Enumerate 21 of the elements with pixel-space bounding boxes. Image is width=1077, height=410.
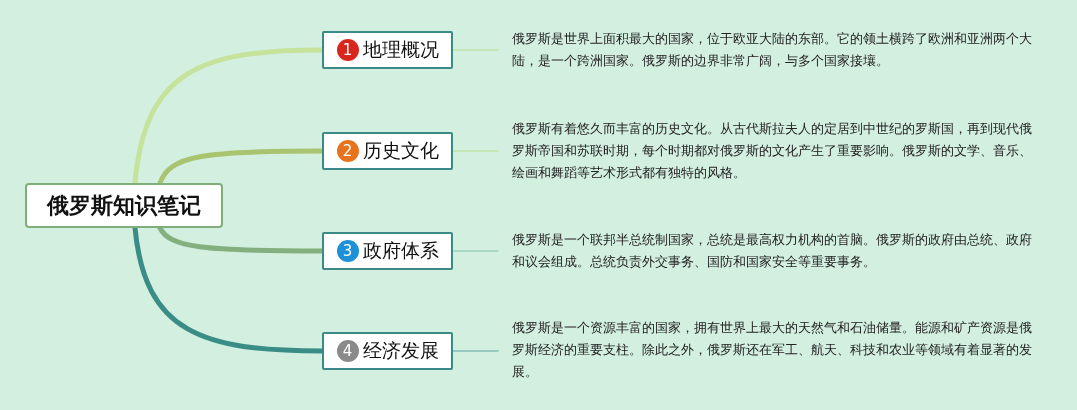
topic-label: 政府体系 [362,238,439,263]
number-badge: 3 [336,240,359,262]
description-text: 俄罗斯是一个资源丰富的国家，拥有世界上最大的天然气和石油储量。能源和矿产资源是俄罗斯经济的重要支柱。除此之外，俄罗斯还在军工、航天、科技和农业等领域有着显著的发展。 [512,317,1032,383]
connector-line [452,350,499,352]
connector-line [452,150,499,152]
description-text: 俄罗斯是一个联邦半总统制国家，总统是最高权力机构的首脑。俄罗斯的政府由总统、政府和议会组成。总统负责外交事务、国防和国家安全等重要事务。 [512,229,1032,273]
topic-box [322,332,453,370]
description-text: 俄罗斯有着悠久而丰富的历史文化。从古代斯拉夫人的定居到中世纪的罗斯国，再到现代俄罗斯帝国和苏联时期，每个时期都对俄罗斯的文化产生了重要影响。俄罗斯的文学、音乐、绘画和舞蹈等艺术形式都有独特的风格。 [512,118,1032,184]
root-box: 俄罗斯知识笔记 [25,183,223,228]
number-badge: 4 [336,340,359,362]
topic-label: 地理概况 [362,37,439,62]
number-badge: 2 [336,140,359,162]
connector-line [452,49,499,51]
connector-line [452,250,499,252]
topic-label: 历史文化 [362,138,439,163]
description-text: 俄罗斯是世界上面积最大的国家，位于欧亚大陆的东部。它的领土横跨了欧洲和亚洲两个大陆，是一个跨洲国家。俄罗斯的边界非常广阔，与多个国家接壤。 [512,28,1032,72]
topic-label: 经济发展 [362,338,439,363]
topic-box [322,132,453,170]
number-badge: 1 [336,39,359,61]
topic-box [322,232,453,270]
topic-box [322,31,453,69]
